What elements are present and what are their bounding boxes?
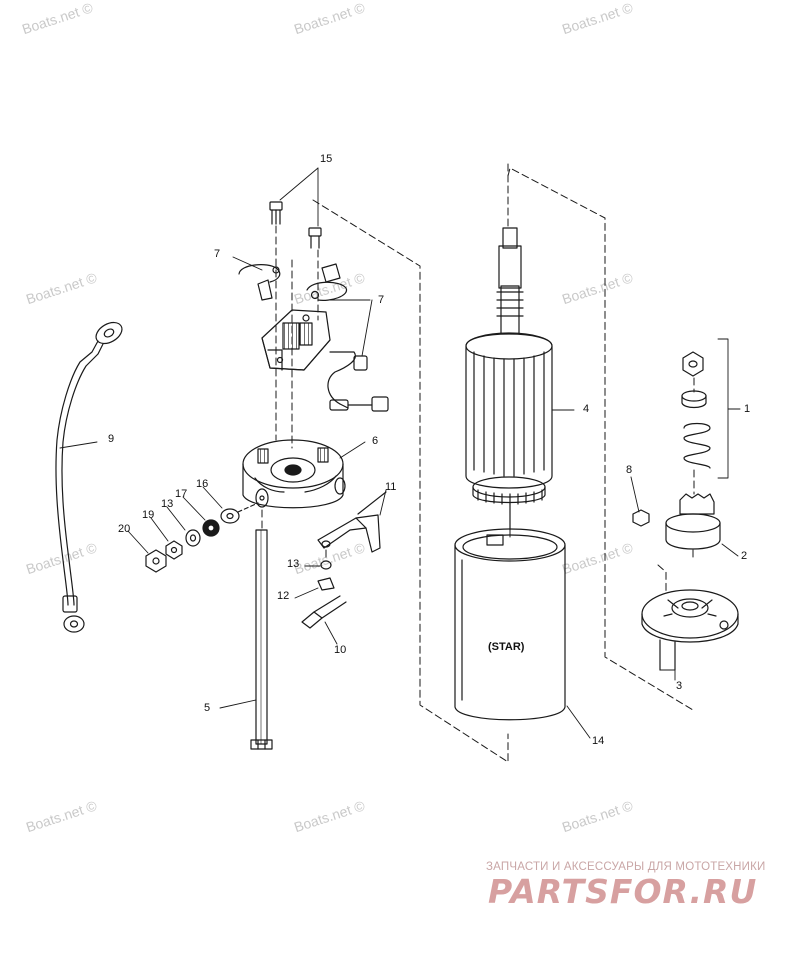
callout-3: 3 bbox=[676, 680, 683, 692]
callout-11: 11 bbox=[385, 481, 397, 493]
housing-part-14 bbox=[454, 528, 566, 721]
screws-part-15 bbox=[269, 201, 322, 249]
terminal-hardware bbox=[145, 502, 259, 573]
callout-19: 19 bbox=[142, 509, 155, 521]
end-cap-part-6 bbox=[242, 439, 346, 509]
callout-2: 2 bbox=[741, 550, 748, 562]
battery-cable-part-9 bbox=[55, 321, 123, 633]
callout-9: 9 bbox=[108, 433, 115, 445]
callout-16: 16 bbox=[196, 478, 209, 490]
callout-17: 17 bbox=[175, 488, 188, 500]
armature-part-4 bbox=[465, 227, 553, 531]
callout-4: 4 bbox=[583, 403, 590, 415]
brand-logo: PARTSFOR.RU bbox=[488, 872, 758, 911]
callout-14: 14 bbox=[592, 735, 605, 747]
callout-5: 5 bbox=[204, 702, 211, 714]
brand-tagline: ЗАПЧАСТИ И АКСЕССУАРЫ ДЛЯ МОТОТЕХНИКИ bbox=[486, 861, 766, 873]
callout-1: 1 bbox=[744, 403, 751, 415]
pinion-hardware-part-1 bbox=[681, 351, 711, 469]
drive-end-plate-part-3 bbox=[641, 589, 739, 671]
callout-20: 20 bbox=[118, 523, 131, 535]
callout-7-right: 7 bbox=[378, 294, 385, 306]
callout-13-lower: 13 bbox=[287, 558, 300, 570]
drive-pinion-part-2 bbox=[665, 493, 721, 550]
bracket-part-11 bbox=[317, 491, 387, 553]
brush-holder bbox=[261, 309, 389, 412]
brushes-part-7 bbox=[238, 263, 348, 301]
callout-12: 12 bbox=[277, 590, 290, 602]
through-bolt-part-5 bbox=[250, 529, 273, 750]
nut-part-8 bbox=[632, 509, 650, 527]
callout-6: 6 bbox=[372, 435, 379, 447]
housing-label: (STAR) bbox=[488, 641, 525, 653]
callout-15: 15 bbox=[320, 153, 333, 165]
callout-7-left: 7 bbox=[214, 248, 221, 260]
callout-10: 10 bbox=[334, 644, 347, 656]
mounting-hardware bbox=[301, 560, 347, 629]
callout-13-upper: 13 bbox=[161, 498, 174, 510]
callout-8: 8 bbox=[626, 464, 633, 476]
